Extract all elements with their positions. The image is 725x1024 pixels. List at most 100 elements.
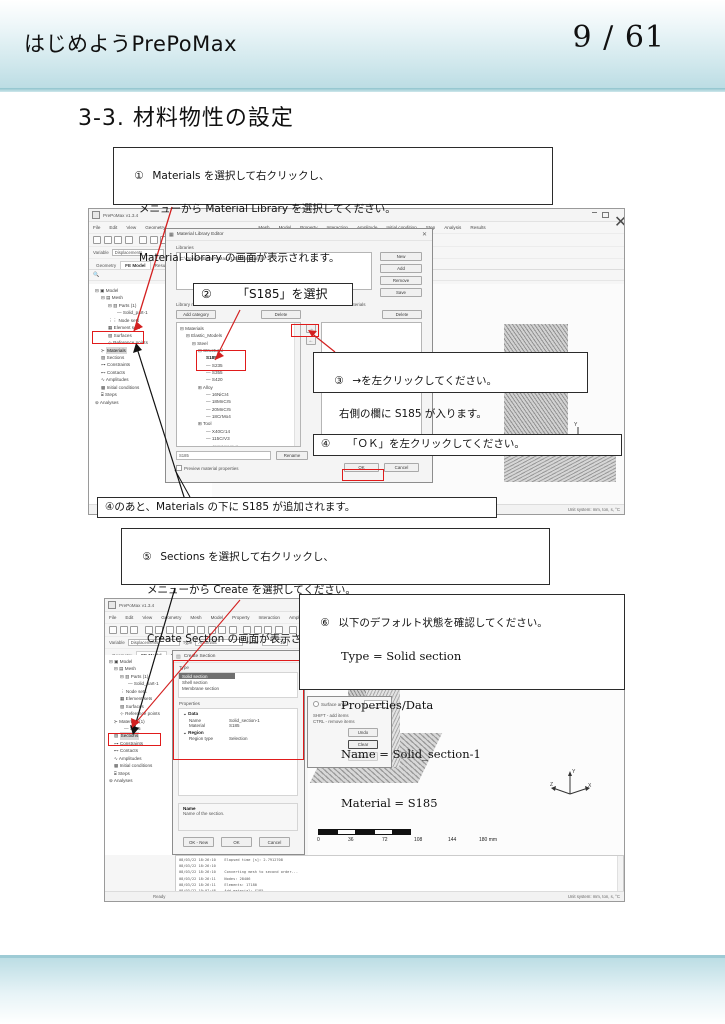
menu-file[interactable]: File [93, 225, 101, 230]
tree-item-surfaces[interactable]: ▧ Surfaces [108, 332, 132, 338]
preview-checkbox[interactable] [176, 465, 182, 471]
material-library-ok-button[interactable]: OK [344, 463, 379, 472]
lib-tree-s235[interactable]: — S235 [206, 362, 223, 368]
factor-input-b[interactable]: 10 [261, 639, 288, 646]
tree-item-model-b[interactable]: ⊟ ▣ Model [109, 659, 133, 664]
library-delete-button[interactable]: Delete [261, 310, 301, 319]
shaded-icon[interactable] [253, 626, 262, 634]
menu-property-b[interactable]: Property [232, 615, 250, 620]
rename-button[interactable]: Rename [276, 451, 308, 460]
tree-item-mesh[interactable]: ⊟ ▤ Mesh [101, 295, 123, 301]
menu-property[interactable]: Property [300, 225, 317, 230]
tree-item-element-sets-b[interactable]: ▦ Element sets [120, 696, 153, 702]
undo-selection-button[interactable]: Undo [348, 728, 378, 737]
menu-interaction-b[interactable]: Interaction [258, 615, 280, 620]
tree-item-steps[interactable]: ⌸ Steps [101, 392, 117, 398]
material-name-input[interactable]: S185 [176, 451, 271, 460]
menu-amplitude[interactable]: Amplitude [357, 225, 377, 230]
undo-icon-b[interactable] [119, 626, 128, 634]
lib-tree-s355[interactable]: — S355 [206, 370, 223, 376]
lib-tree-115crv3[interactable]: — 115CrV3 [206, 436, 230, 442]
lib-tree-materials[interactable]: ⊟ Materials [180, 326, 204, 331]
add-category-button[interactable]: Add category [176, 310, 216, 319]
lib-tree-steel[interactable]: ⊟ Steel [192, 340, 208, 346]
row-region-type[interactable]: Region type Selection [179, 736, 297, 741]
tree-item-reference-points-b[interactable]: ⊹ Reference points [120, 711, 160, 717]
surface-angle-input[interactable]: 30 ° [364, 700, 388, 708]
window-controls-top[interactable]: ✕ [592, 212, 624, 231]
tree-item-surfaces-b[interactable]: ▧ Surfaces [120, 703, 144, 709]
tree-item-steps-b[interactable]: ⌸ Steps [114, 770, 130, 776]
lib-tree-45crmov6[interactable]: — 45CrMoV6-7 [206, 443, 238, 447]
tree-item-materials-b[interactable]: ⊱ Materials (1) [114, 718, 145, 724]
material-library-close-icon[interactable]: ✕ [421, 231, 427, 238]
new-file-icon-b[interactable] [109, 626, 117, 634]
tree-item-s185-b[interactable]: — S185 [124, 725, 141, 731]
tree-item-parts[interactable]: ⊟ ▥ Parts (1) [108, 302, 137, 308]
tree-item-analyses-b[interactable]: ⊜ Analyses [109, 778, 133, 783]
surface-angle-row[interactable]: Surface angle [313, 701, 349, 707]
lib-tree-alloy[interactable]: ⊞ Alloy [198, 384, 213, 390]
library-remove-button[interactable]: Remove [380, 276, 422, 285]
tree-item-node-sets-b[interactable]: ⋮ Node sets [120, 688, 147, 694]
library-new-button[interactable]: New [380, 252, 422, 261]
lib-tree-x40cr14[interactable]: — X40Cr14 [206, 428, 231, 434]
menu-model[interactable]: Model [279, 225, 292, 230]
fe-model-delete-button[interactable]: Delete [382, 310, 422, 319]
save-icon[interactable] [124, 236, 133, 244]
window-titlebar-top[interactable]: PrePoMax v1.3.4 ✕ [89, 209, 624, 231]
menu-interaction[interactable]: Interaction [327, 225, 348, 230]
library-materials-tree[interactable]: ⊟ Materials ⊟ Elastic_Models ⊟ Steel ⊟ S… [176, 322, 301, 447]
tree-item-solid-part-b[interactable]: — Solid_part-1 [128, 681, 159, 687]
log-output[interactable]: 08/03/22 18:26:10 Elapsed time [s]: 2.79… [175, 855, 624, 892]
tree-item-amplitudes-b[interactable]: ∿ Amplitudes [114, 755, 142, 761]
tree-item-initial-conditions-b[interactable]: ▩ Initial conditions [114, 763, 153, 769]
tree-item-mesh-b[interactable]: ⊟ ▤ Mesh [114, 666, 136, 672]
create-section-ok-button[interactable]: OK [221, 837, 252, 847]
lib-tree-tool[interactable]: ⊞ Tool [198, 421, 212, 427]
tree-item-contacts[interactable]: ⊷ Contacts [101, 369, 126, 375]
preview-material-checkbox-row[interactable]: Preview material properties [176, 465, 239, 471]
menu-mesh[interactable]: Mesh [258, 225, 269, 230]
library-save-button[interactable]: Save [380, 288, 422, 297]
tree-item-contacts-b[interactable]: ⊷ Contacts [114, 748, 139, 754]
menu-file-b[interactable]: File [109, 615, 117, 620]
clear-selection-button[interactable]: Clear [348, 740, 378, 749]
transfer-left-button[interactable]: ← [306, 336, 316, 345]
lib-tree-20mncr5[interactable]: — 20MnCr5 [206, 406, 231, 412]
menu-analysis[interactable]: Analysis [444, 225, 462, 230]
open-file-icon[interactable] [103, 236, 112, 244]
row-name-value[interactable]: Solid_section-1 [229, 717, 260, 723]
close-icon[interactable]: ✕ [614, 212, 624, 231]
tree-item-node-sets[interactable]: ⋮⋮ Node sets [108, 317, 140, 323]
wireframe-icon[interactable] [243, 626, 251, 634]
material-library-cancel-button[interactable]: Cancel [384, 463, 419, 472]
menu-results[interactable]: Results [470, 225, 486, 230]
tree-item-sections[interactable]: ▨ Sections [101, 354, 125, 360]
tree-item-constraints-b[interactable]: ⊶ Constraints [114, 740, 144, 746]
tab-geometry-top[interactable]: Geometry [96, 263, 117, 268]
tree-item-materials[interactable]: ⊱ Materials [101, 346, 127, 354]
new-file-icon[interactable] [93, 236, 101, 244]
color-bar-icon[interactable] [274, 626, 283, 634]
tree-item-constraints[interactable]: ⊶ Constraints [101, 362, 131, 368]
menu-view[interactable]: View [126, 225, 137, 230]
selection-panel[interactable]: Surface angle 30 ° SHIFT - add items CTR… [307, 696, 392, 768]
undo-icon[interactable] [114, 236, 122, 244]
lib-tree-16nicr4[interactable]: — 16NiCr4 [206, 392, 229, 398]
lib-tree-s420[interactable]: — S420 [206, 377, 223, 383]
library-tree-scrollbar[interactable] [294, 323, 300, 446]
lib-tree-s185[interactable]: S185 [206, 355, 217, 361]
more-selection-button[interactable]: More [348, 752, 378, 761]
maximize-icon[interactable] [602, 212, 609, 218]
log-scrollbar[interactable] [617, 856, 623, 891]
tree-item-sections-b[interactable]: ▨ Sections [114, 732, 140, 740]
menu-edit[interactable]: Edit [109, 225, 118, 230]
tree-item-amplitudes[interactable]: ∿ Amplitudes [101, 377, 129, 383]
create-section-cancel-button[interactable]: Cancel [259, 837, 290, 847]
ok-new-button[interactable]: OK - New [183, 837, 214, 847]
tree-item-initial-conditions[interactable]: ▩ Initial conditions [101, 384, 140, 390]
menu-initial-condition[interactable]: Initial condition [386, 225, 416, 230]
lib-tree-elastic[interactable]: ⊟ Elastic_Models [186, 333, 223, 339]
section-view-icon[interactable] [264, 626, 272, 634]
